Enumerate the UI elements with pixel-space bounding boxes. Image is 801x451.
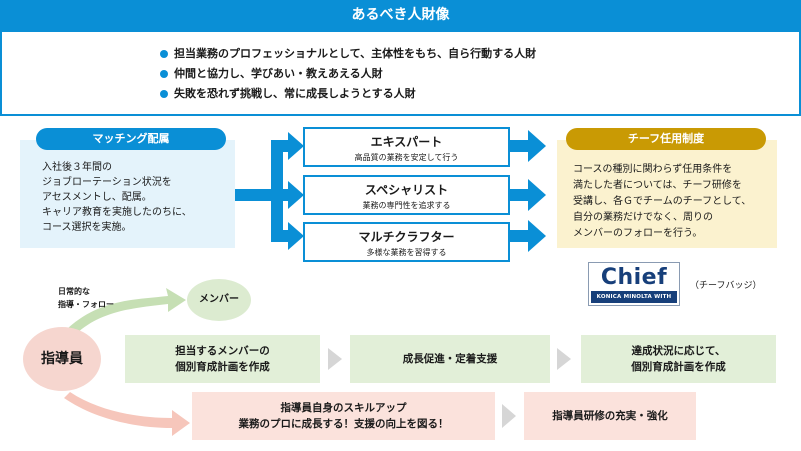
badge-subtext: KONICA MINOLTA WITH YOU <box>591 291 677 312</box>
arrow-to-expert <box>288 132 304 160</box>
matching-line: コース選択を実施。 <box>42 222 132 233</box>
course-desc: 業務の専門性を追求する <box>362 201 451 210</box>
chief-line: 満たした者については、チーフ研修を <box>573 180 742 191</box>
step-support: 成長促進・定着支援 <box>350 335 550 383</box>
chief-line: コースの種別に関わらず任用条件を <box>573 164 733 175</box>
chevron-1 <box>328 348 342 370</box>
arrow-chief-1 <box>528 130 546 162</box>
course-desc: 高品質の業務を安定して行う <box>354 153 459 162</box>
step-line: 担当するメンバーの <box>175 345 270 357</box>
training-box: 指導員研修の充実・強化 <box>524 392 696 440</box>
ideal-item: 担当業務のプロフェッショナルとして、主体性をもち、自ら行動する人財 <box>160 44 799 64</box>
arrow-to-self <box>64 392 190 436</box>
chief-line: 受講し、各Ｇでチームのチーフとして、 <box>573 196 752 207</box>
chief-badge-image: Chief KONICA MINOLTA WITH YOU <box>588 262 680 312</box>
ideal-list: 担当業務のプロフェッショナルとして、主体性をもち、自ら行動する人財 仲間と協力し… <box>2 32 799 104</box>
self-line: 業務のプロに成長する！支援の向上を図る！ <box>238 418 449 430</box>
course-specialist: スペシャリスト 業務の専門性を追求する <box>303 175 510 215</box>
matching-line: アセスメントし、配属。 <box>42 192 152 203</box>
step-replan: 達成状況に応じて、 個別育成計画を作成 <box>581 335 776 383</box>
step-line: 個別育成計画を作成 <box>175 361 270 373</box>
course-title: エキスパート <box>370 135 443 149</box>
chief-line: メンバーのフォローを行う。 <box>573 228 703 239</box>
matching-line: キャリア教育を実施したのちに、 <box>42 207 192 218</box>
course-title: マルチクラフター <box>358 230 455 244</box>
daily-line: 指導・フォロー <box>58 300 114 309</box>
badge-logo: Chief <box>600 265 668 290</box>
arrow-to-specialist <box>288 181 304 209</box>
mentor-circle: 指導員 <box>23 327 101 391</box>
course-multicrafter: マルチクラフター 多様な業務を習得する <box>303 222 510 262</box>
step-line: 達成状況に応じて、 <box>631 345 726 357</box>
step-line: 成長促進・定着支援 <box>402 353 498 365</box>
matching-line: 入社後３年間の <box>42 162 112 173</box>
ideal-person-box: 担当業務のプロフェッショナルとして、主体性をもち、自ら行動する人財 仲間と協力し… <box>0 30 801 116</box>
matching-title: マッチング配属 <box>36 128 226 150</box>
chief-description: コースの種別に関わらず任用条件を 満たした者については、チーフ研修を 受講し、各… <box>557 140 777 248</box>
arrow-to-member <box>68 288 186 334</box>
daily-line: 日常的な <box>58 287 90 296</box>
course-expert: エキスパート 高品質の業務を安定して行う <box>303 127 510 167</box>
self-improvement-box: 指導員自身のスキルアップ 業務のプロに成長する！支援の向上を図る！ <box>192 392 495 440</box>
chief-title: チーフ任用制度 <box>566 128 766 150</box>
page-title: あるべき人財像 <box>0 0 801 30</box>
ideal-item: 失敗を恐れず挑戦し、常に成長しようとする人財 <box>160 84 799 104</box>
arrow-chief-2 <box>528 179 546 211</box>
step-line: 個別育成計画を作成 <box>631 361 726 373</box>
chevron-3 <box>502 404 516 428</box>
daily-support-label: 日常的な 指導・フォロー <box>58 285 114 311</box>
matching-description: 入社後３年間の ジョブローテーション状況を アセスメントし、配属。 キャリア教育… <box>20 140 235 248</box>
arrow-chief-3 <box>528 220 546 252</box>
matching-line: ジョブローテーション状況を <box>42 177 172 188</box>
training-line: 指導員研修の充実・強化 <box>552 410 668 422</box>
course-desc: 多様な業務を習得する <box>366 248 447 257</box>
step-plan: 担当するメンバーの 個別育成計画を作成 <box>125 335 320 383</box>
chevron-2 <box>557 348 571 370</box>
self-line: 指導員自身のスキルアップ <box>280 402 407 414</box>
ideal-item: 仲間と協力し、学びあい・教えあえる人財 <box>160 64 799 84</box>
arrow-to-multi <box>288 222 304 250</box>
chief-line: 自分の業務だけでなく、周りの <box>573 212 713 223</box>
member-circle: メンバー <box>187 279 251 321</box>
badge-caption: （チーフバッジ） <box>690 281 762 291</box>
course-title: スペシャリスト <box>364 183 449 197</box>
